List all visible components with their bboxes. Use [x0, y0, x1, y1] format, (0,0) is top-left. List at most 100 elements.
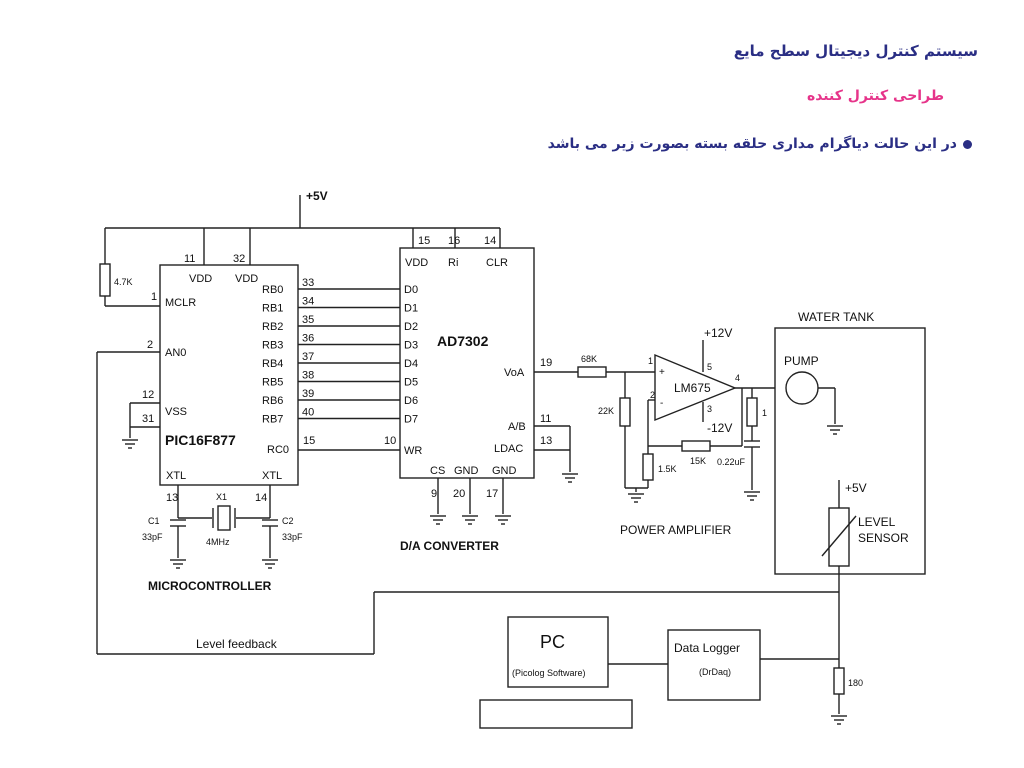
mcu-pin-mclr: 1 [151, 291, 157, 303]
mcu-label-vdd1: VDD [189, 273, 212, 285]
resistor-mclr: 4.7K [99, 263, 133, 297]
feedback-label: Level feedback [196, 637, 278, 651]
microcontroller: 11 32 VDD VDD MCLR 1 AN0 2 VSS 12 31 PIC… [142, 253, 315, 593]
amp-c-out: 0.22uF [717, 457, 746, 467]
dac-d-label: D6 [404, 395, 418, 407]
feedback-loop: Level feedback [96, 351, 839, 655]
dac-label-gnd1: GND [454, 465, 479, 477]
mcu-rb-pin: 35 [302, 314, 314, 326]
logger-title: Data Logger [674, 641, 740, 655]
mcu-rb-label: RB1 [262, 303, 283, 315]
dac-label-ldac: LDAC [494, 443, 523, 455]
mcu-wires [121, 402, 400, 519]
dac-top-pin-1: 15 [418, 235, 430, 247]
pc-title: PC [540, 632, 565, 652]
dac-d-label: D7 [404, 414, 418, 426]
water-tank: WATER TANK PUMP +5V LEVEL SENSOR [774, 310, 926, 668]
dac-pin-voa: 19 [540, 357, 552, 369]
mcu-rb-label: RB3 [262, 340, 283, 352]
dac-pin-wr: 10 [384, 435, 396, 447]
dac-label-ab: A/B [508, 421, 526, 433]
dac-label-wr: WR [404, 445, 422, 457]
crystal-circuit: X1 4MHz C1 33pF C2 33pF [142, 492, 303, 569]
supply-rail: +5V [104, 189, 501, 307]
amp-caption: POWER AMPLIFIER [620, 523, 732, 537]
dac-top-pin-3: 14 [484, 235, 496, 247]
dac-pin-ldac: 13 [540, 435, 552, 447]
dac-d-label: D2 [404, 321, 418, 333]
mcu-label-xtl2: XTL [262, 470, 282, 482]
pc-logger: PC (Picolog Software) Data Logger (DrDaq… [479, 616, 863, 729]
amp-vneg: -12V [707, 421, 732, 435]
dac-label-voa: VoA [504, 367, 525, 379]
mcu-caption: MICROCONTROLLER [148, 579, 272, 593]
mcu-label-vdd2: VDD [235, 273, 258, 285]
sensor-supply: +5V [845, 481, 867, 495]
cap-c1-label: C1 [148, 516, 160, 526]
dac-top-label-vdd: VDD [405, 257, 428, 269]
mcu-rb-pin: 34 [302, 296, 314, 308]
mcu-rb-pin: 33 [302, 277, 314, 289]
dac-d-label: D3 [404, 340, 418, 352]
amp-pin-2: 2 [650, 390, 655, 400]
cap-c2-value: 33pF [282, 532, 303, 542]
pc-sub: (Picolog Software) [512, 668, 586, 678]
mcu-rb-pin: 38 [302, 370, 314, 382]
bullet-text: در این حالت دیاگرام مداری حلقه بسته بصور… [548, 136, 972, 152]
dac-converter: 15 16 14 VDD Ri CLR AD7302 VoA 19 A/B 11… [384, 235, 552, 553]
mcu-rb-pin: 39 [302, 388, 314, 400]
amp-pin-4: 4 [735, 373, 740, 383]
tank-title: WATER TANK [798, 310, 874, 324]
dac-bot-pin-3: 17 [486, 488, 498, 500]
mcu-rb-label: RB0 [262, 284, 283, 296]
mcu-pin-xtl2: 14 [255, 492, 267, 504]
amp-plus: + [659, 367, 665, 378]
amp-r-1k5: 1.5K [658, 464, 677, 474]
page-title: سیستم کنترل دیجیتال سطح مایع [733, 42, 978, 60]
dac-part-name: AD7302 [437, 333, 489, 349]
sensor-label-1: LEVEL [858, 515, 896, 529]
mcu-rb-label: RB7 [262, 414, 283, 426]
bullet-icon [963, 139, 972, 149]
mcu-label-rc0: RC0 [267, 444, 289, 456]
mcu-rb-label: RB6 [262, 395, 283, 407]
dac-wires [429, 371, 579, 525]
supply-label: +5V [306, 189, 328, 203]
amp-minus: - [660, 398, 663, 409]
cap-c2-label: C2 [282, 516, 294, 526]
amp-r-fb: 15K [690, 456, 706, 466]
pump-label: PUMP [784, 354, 819, 368]
mcu-rb-label: RB4 [262, 358, 283, 370]
mcu-rb-pin: 37 [302, 351, 314, 363]
amp-r-22k: 22K [598, 406, 614, 416]
amp-pin-5: 5 [707, 362, 712, 372]
cap-c1-value: 33pF [142, 532, 163, 542]
mcu-label-vss: VSS [165, 406, 187, 418]
dac-d-label: D0 [404, 284, 418, 296]
sensor-label-2: SENSOR [858, 531, 909, 545]
amp-pin-3: 3 [707, 404, 712, 414]
logger-sub: (DrDaq) [699, 667, 731, 677]
mcu-pin-vdd1: 11 [184, 253, 195, 265]
amp-vpos: +12V [704, 326, 732, 340]
mcu-pin-an0: 2 [147, 339, 153, 351]
dac-label-gnd2: GND [492, 465, 517, 477]
mcu-rb-pin: 40 [302, 407, 314, 419]
mcu-pin-vdd2: 32 [233, 253, 245, 265]
mcu-rb-label: RB2 [262, 321, 283, 333]
power-amplifier: 68K 22K 1.5K + - LM675 1 2 5 +12V 3 -12V… [577, 326, 786, 537]
amp-pin-1: 1 [648, 356, 653, 366]
dac-bot-pin-1: 9 [431, 488, 437, 500]
resistor-mclr-label: 4.7K [114, 277, 133, 287]
mcu-pin-rc0: 15 [303, 435, 315, 447]
mcu-pin-vss2: 31 [142, 413, 154, 425]
dac-d-label: D1 [404, 303, 418, 315]
mcu-rb-pin: 36 [302, 333, 314, 345]
crystal-label: X1 [216, 492, 227, 502]
mcu-label-an0: AN0 [165, 347, 186, 359]
dac-bot-pin-2: 20 [453, 488, 465, 500]
dac-pin-ab: 11 [540, 413, 551, 425]
resistor-180-label: 180 [848, 678, 863, 688]
